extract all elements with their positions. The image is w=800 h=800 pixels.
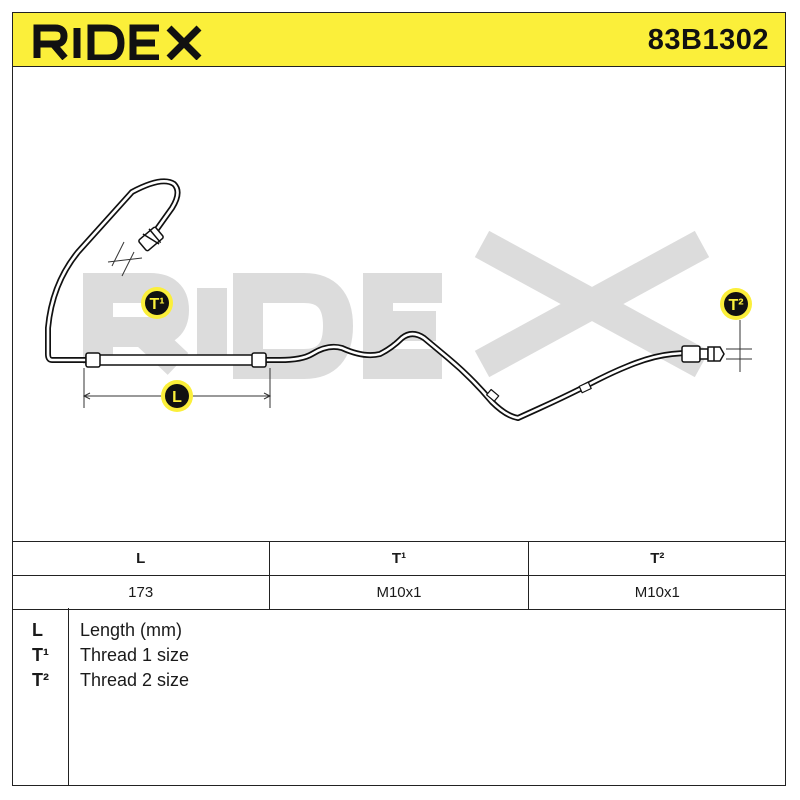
header-cell-t1: T¹ bbox=[269, 542, 527, 575]
t2-label: T² bbox=[728, 297, 743, 314]
legend-symbol: T² bbox=[32, 670, 49, 690]
l-callout: L bbox=[161, 380, 193, 412]
legend-symbol: L bbox=[32, 620, 43, 640]
legend: L Length (mm) T¹ Thread 1 size T² Thread… bbox=[12, 608, 786, 786]
legend-item: T¹ Thread 1 size bbox=[12, 645, 786, 670]
ridex-watermark bbox=[83, 230, 710, 379]
header-cell-t2: T² bbox=[527, 542, 786, 575]
t1-dimension bbox=[107, 241, 143, 277]
l-label: L bbox=[172, 389, 182, 406]
value-cell-l: 173 bbox=[128, 584, 154, 601]
brake-line-drawing: T¹ L T² bbox=[45, 178, 752, 421]
legend-divider bbox=[68, 608, 69, 786]
header-bar: 83B1302 bbox=[12, 12, 786, 67]
fitting-t1 bbox=[138, 226, 164, 252]
value-cell-t2: M10x1 bbox=[527, 576, 786, 609]
header-cell-l: L bbox=[136, 550, 146, 567]
legend-symbol: T¹ bbox=[32, 645, 49, 665]
t1-label: T¹ bbox=[149, 296, 164, 313]
t2-callout: T² bbox=[720, 288, 752, 320]
spec-table: L T¹ T² 173 M10x1 M10x1 bbox=[12, 541, 786, 610]
part-number: 83B1302 bbox=[647, 24, 769, 56]
legend-item: L Length (mm) bbox=[12, 620, 786, 645]
t2-dimension bbox=[726, 320, 752, 372]
brake-line bbox=[45, 178, 687, 421]
legend-description: Thread 2 size bbox=[80, 670, 190, 690]
legend-description: Thread 1 size bbox=[80, 645, 190, 665]
fitting-t2 bbox=[681, 345, 725, 363]
spec-table-header-row: L T¹ T² bbox=[12, 541, 786, 575]
spec-table-value-row: 173 M10x1 M10x1 bbox=[12, 575, 786, 610]
legend-description: Length (mm) bbox=[80, 620, 183, 640]
legend-item: T² Thread 2 size bbox=[12, 670, 786, 695]
t1-callout: T¹ bbox=[141, 287, 173, 319]
ridex-logo bbox=[33, 24, 202, 60]
value-cell-t1: M10x1 bbox=[269, 576, 527, 609]
